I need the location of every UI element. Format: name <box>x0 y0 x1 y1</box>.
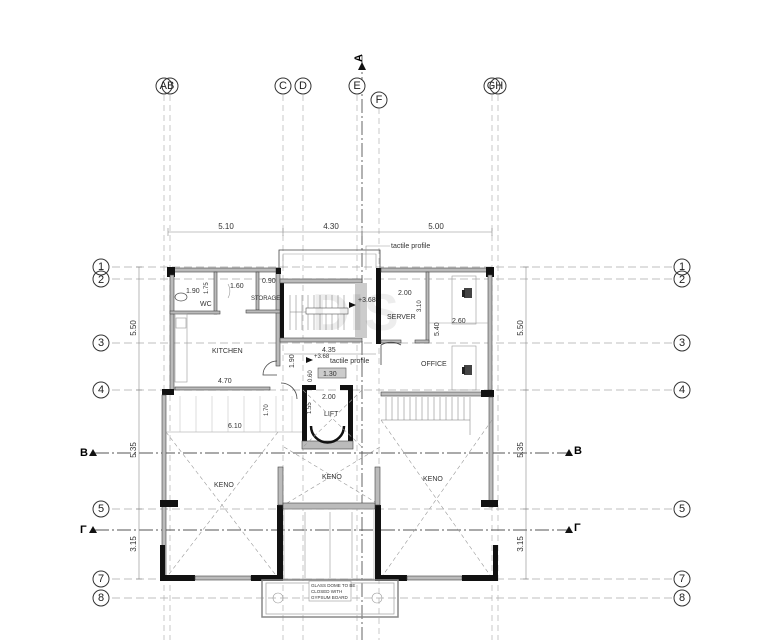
section-marker-a: A <box>353 54 366 70</box>
svg-text:tactile profile: tactile profile <box>391 243 430 250</box>
svg-text:4: 4 <box>98 384 104 396</box>
svg-text:KENO: KENO <box>214 482 234 489</box>
void-areas: KENO KENO KENO <box>160 389 498 581</box>
svg-text:C: C <box>279 80 287 92</box>
column-bubbles: AB C D E F GH <box>155 77 507 109</box>
corridor: 4.35 1.90 +3.68 tactile profile 1.30 0.6… <box>280 347 376 400</box>
svg-text:5.50: 5.50 <box>516 320 525 336</box>
section-marker-g-right: Γ <box>565 522 581 534</box>
column-bubble-f: F <box>370 91 388 109</box>
svg-text:LIFT: LIFT <box>324 411 339 418</box>
top-dimension-chain: 5.10 4.30 5.00 <box>167 222 493 236</box>
svg-text:0.90: 0.90 <box>262 278 276 285</box>
right-dimension-chain: 5.50 5.35 3.15 <box>516 266 529 580</box>
svg-text:7: 7 <box>679 573 685 585</box>
svg-text:WC: WC <box>200 301 212 308</box>
svg-text:4.70: 4.70 <box>218 378 232 385</box>
svg-text:1.75: 1.75 <box>204 282 210 294</box>
svg-text:3.10: 3.10 <box>417 300 423 312</box>
watermark: DIS <box>312 284 399 342</box>
svg-text:5.10: 5.10 <box>218 222 234 231</box>
svg-text:5: 5 <box>679 503 685 515</box>
svg-text:Γ: Γ <box>80 524 87 536</box>
stair-core: +3.68 <box>279 268 381 344</box>
svg-text:STORAGE: STORAGE <box>251 296 280 302</box>
section-marker-g-left: Γ <box>80 524 97 536</box>
svg-text:SERVER: SERVER <box>387 314 416 321</box>
column-bubble-gh: GH <box>483 77 507 95</box>
section-marker-b-left: B <box>80 447 97 459</box>
svg-text:F: F <box>376 94 383 106</box>
svg-text:A: A <box>353 54 365 62</box>
svg-text:1.55: 1.55 <box>307 402 313 414</box>
svg-text:AB: AB <box>160 80 175 92</box>
svg-text:GLASS DOME TO BE: GLASS DOME TO BE <box>311 583 355 588</box>
svg-text:1.90: 1.90 <box>186 288 200 295</box>
svg-text:1: 1 <box>679 261 685 273</box>
svg-text:3: 3 <box>679 337 685 349</box>
svg-text:3: 3 <box>98 337 104 349</box>
entrance-canopy: GLASS DOME TO BE CLOSED WITH GYPSUM BOAR… <box>261 508 399 618</box>
svg-text:KENO: KENO <box>322 474 342 481</box>
svg-text:+3.68: +3.68 <box>358 297 376 304</box>
svg-text:1.30: 1.30 <box>323 371 337 378</box>
svg-text:E: E <box>353 80 360 92</box>
tactile-profile-top: tactile profile <box>278 243 430 270</box>
svg-text:GH: GH <box>487 80 504 92</box>
svg-text:+3.68: +3.68 <box>314 354 330 360</box>
svg-text:B: B <box>574 445 582 457</box>
column-bubble-c: C <box>274 77 292 95</box>
svg-text:8: 8 <box>98 592 104 604</box>
svg-text:1.70: 1.70 <box>264 404 270 416</box>
svg-text:3.15: 3.15 <box>516 536 525 552</box>
svg-text:1.90: 1.90 <box>289 354 296 368</box>
svg-text:D: D <box>299 80 307 92</box>
svg-text:7: 7 <box>98 573 104 585</box>
svg-text:B: B <box>80 447 88 459</box>
svg-text:2: 2 <box>98 274 104 286</box>
svg-text:5.35: 5.35 <box>516 442 525 458</box>
svg-text:2.60: 2.60 <box>452 318 466 325</box>
left-dimension-chain: 5.50 5.35 3.15 <box>129 266 142 580</box>
svg-text:Γ: Γ <box>574 522 581 534</box>
lift-shaft: 2.00 1.55 LIFT <box>301 385 354 450</box>
svg-text:3.15: 3.15 <box>129 536 138 552</box>
svg-text:5: 5 <box>98 503 104 515</box>
svg-text:4.35: 4.35 <box>322 347 336 354</box>
svg-text:tactile profile: tactile profile <box>330 358 369 365</box>
svg-text:6.10: 6.10 <box>228 423 242 430</box>
svg-text:4: 4 <box>679 384 685 396</box>
svg-text:1: 1 <box>98 261 104 273</box>
section-marker-b-right: B <box>565 445 582 457</box>
svg-text:2: 2 <box>679 274 685 286</box>
column-bubble-e: E <box>348 77 366 95</box>
svg-text:CLOSED WITH: CLOSED WITH <box>311 589 342 594</box>
office-chair-icon <box>462 288 472 298</box>
office-chair-icon <box>462 365 472 375</box>
row-bubbles-right: 1 2 3 4 5 7 8 <box>673 258 691 607</box>
svg-text:GYPSUM BOARD: GYPSUM BOARD <box>311 595 349 600</box>
svg-text:5.40: 5.40 <box>434 322 441 336</box>
svg-text:8: 8 <box>679 592 685 604</box>
svg-text:OFFICE: OFFICE <box>421 361 447 368</box>
svg-text:KENO: KENO <box>423 476 443 483</box>
svg-text:4.30: 4.30 <box>323 222 339 231</box>
svg-text:0.60: 0.60 <box>308 370 314 382</box>
svg-text:5.35: 5.35 <box>129 442 138 458</box>
row-bubbles-left: 1 2 3 4 5 7 8 <box>92 258 110 607</box>
svg-text:2.00: 2.00 <box>322 394 336 401</box>
svg-text:1.60: 1.60 <box>230 283 244 290</box>
column-bubble-ab: AB <box>155 77 179 95</box>
svg-text:5.00: 5.00 <box>428 222 444 231</box>
svg-text:5.50: 5.50 <box>129 320 138 336</box>
svg-text:2.00: 2.00 <box>398 290 412 297</box>
svg-text:KITCHEN: KITCHEN <box>212 348 243 355</box>
upper-right-block: 2.00 3.10 SERVER 2.60 5.40 OFFICE <box>380 267 494 508</box>
column-bubble-d: D <box>294 77 312 95</box>
upper-left-block: 1.90 1.75 WC 1.60 0.90 STORAGE KITCHEN 4… <box>162 267 281 395</box>
